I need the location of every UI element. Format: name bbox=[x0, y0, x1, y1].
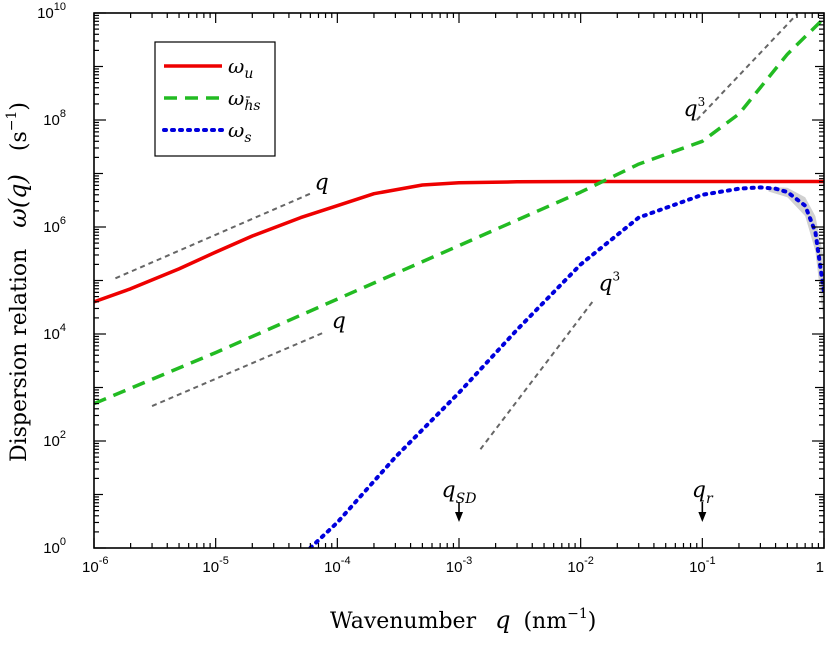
x-tick-label: 10-6 bbox=[82, 555, 108, 576]
y-tick-label: 100 bbox=[43, 536, 66, 557]
y-tick-label: 1010 bbox=[37, 1, 66, 22]
ticks-layer: 10-6 10-5 10-4 10-3 10-2 10-1 1 100 102 104 106 108… bbox=[37, 1, 825, 576]
markers-layer: qSD qr bbox=[442, 478, 714, 522]
legend-label-1: ωh̄s bbox=[228, 86, 261, 114]
series-line-1 bbox=[94, 16, 824, 406]
guide-line bbox=[151, 330, 326, 407]
marker-label: qSD bbox=[442, 478, 477, 507]
guide-label: q3 bbox=[598, 270, 620, 297]
y-axis-title: Dispersion relation ω(q) (s−1) bbox=[4, 102, 32, 462]
guide-label: q bbox=[315, 171, 329, 196]
y-tick-label: 102 bbox=[43, 429, 66, 450]
legend-label-0: ωu bbox=[228, 54, 253, 82]
x-axis-title: Wavenumber q (nm−1) bbox=[330, 606, 596, 634]
guide-line bbox=[479, 298, 596, 450]
series-line-0 bbox=[94, 179, 824, 304]
guide-label: q3 bbox=[683, 95, 705, 122]
x-tick-label: 1 bbox=[816, 559, 824, 576]
plot-frame bbox=[93, 12, 825, 549]
y-tick-label: 106 bbox=[43, 215, 66, 236]
legend-label-2: ωs bbox=[228, 118, 252, 146]
x-tick-label: 10-3 bbox=[446, 555, 472, 576]
guide-line bbox=[696, 13, 798, 121]
marker-arrow-head bbox=[698, 512, 707, 522]
x-tick-label: 10-5 bbox=[202, 555, 228, 576]
y-tick-label: 104 bbox=[43, 322, 66, 343]
y-tick-label: 108 bbox=[43, 108, 66, 129]
marker-label: qr bbox=[692, 478, 714, 507]
marker-arrow-head bbox=[455, 512, 463, 522]
guide-label: q bbox=[332, 309, 346, 334]
legend: ωu ωh̄s ωs bbox=[154, 41, 276, 157]
guide-lines-layer: q q q3 q3 bbox=[115, 13, 798, 450]
series-layer bbox=[94, 16, 824, 548]
x-tick-label: 10-1 bbox=[689, 555, 715, 576]
series-line-2 bbox=[308, 185, 824, 548]
x-tick-label: 10-4 bbox=[324, 555, 350, 576]
x-tick-label: 10-2 bbox=[567, 555, 593, 576]
